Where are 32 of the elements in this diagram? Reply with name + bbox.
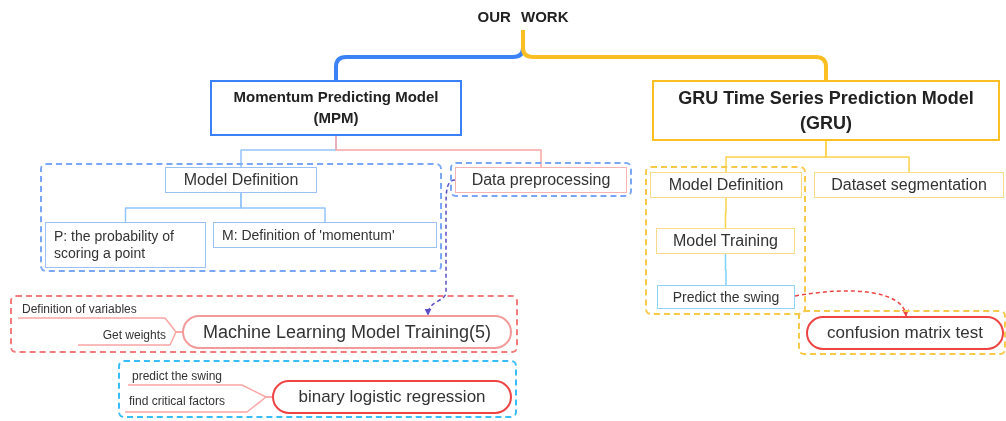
connector-line [724,197,727,229]
subtopic-label: Definition of variables [18,300,165,318]
topic-pill: Machine Learning Model Training(5) [182,315,512,349]
subtopic-label: Get weights [78,324,170,345]
dashed-group-box [118,360,517,418]
connector-line [77,331,183,346]
topic-box: Data preprocessing [455,167,627,193]
topic-box: M: Definition of 'momentum' [213,222,437,248]
arrow [425,179,456,316]
topic-box: Model Definition [165,167,317,193]
topic-pill: binary logistic regression [272,380,512,414]
connector-line [124,396,273,413]
arrow [794,290,908,317]
topic-box: Momentum Predicting Model (MPM) [210,80,462,136]
dashed-group-box [10,295,518,353]
topic-pill: confusion matrix test [806,316,1004,350]
topic-box: GRU Time Series Prediction Model (GRU) [652,80,1000,141]
connector-line [724,253,727,286]
topic-box: P: the probability of scoring a point [45,222,206,268]
topic-box: Model Definition [650,172,802,198]
title-text: OUR WORK [463,4,583,30]
dashed-group-box [645,166,806,315]
dashed-group-box [40,163,442,272]
connector-line [825,140,910,173]
topic-box: Dataset segmentation [814,172,1004,198]
topic-box: Model Training [656,228,795,254]
connector-line [335,135,542,168]
subtopic-label: predict the swing [128,366,242,385]
dashed-group-box [798,310,1006,355]
topic-box: Predict the swing [657,285,795,309]
connector-line [240,192,326,223]
subtopic-label: find critical factors [125,390,247,412]
